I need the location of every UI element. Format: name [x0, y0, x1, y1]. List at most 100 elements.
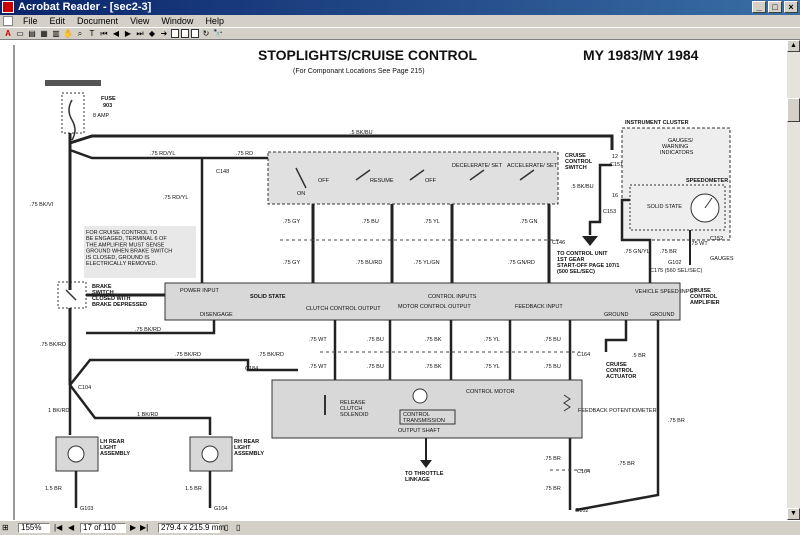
- speedometer-needle: [704, 197, 713, 209]
- document-icon[interactable]: [3, 16, 13, 26]
- conn-g103: G103: [80, 506, 93, 512]
- close-button[interactable]: ×: [784, 1, 798, 13]
- wire-gn-label: .75 GN: [520, 219, 537, 225]
- minimize-button[interactable]: _: [752, 1, 766, 13]
- brake-switch-contact: [65, 289, 77, 301]
- amp-control-inputs: CONTROL INPUTS: [428, 294, 477, 300]
- speedometer-title: SPEEDOMETER: [686, 178, 728, 184]
- actual-size-icon[interactable]: [171, 29, 179, 38]
- wire-bkbu-top: [69, 134, 614, 150]
- switch-pos-accel: ACCELERATE/ SET: [507, 163, 558, 169]
- wire-yl3-label: .75 YL: [484, 337, 500, 343]
- pin-16: 16: [612, 193, 618, 199]
- wire-br-label: .75 BR: [660, 249, 677, 255]
- fuse-box: [61, 92, 85, 134]
- document-view[interactable]: STOPLIGHTS/CRUISE CONTROL MY 1983/MY 198…: [0, 40, 787, 520]
- open-icon[interactable]: ▭: [16, 29, 24, 38]
- fuse-number: 903: [103, 103, 112, 109]
- wire-rdyl-label: .75 RD/YL: [150, 151, 175, 157]
- menu-help[interactable]: Help: [205, 16, 224, 26]
- wire-bkbu2: [588, 163, 612, 235]
- scroll-up-button[interactable]: ▲: [787, 40, 800, 52]
- amp-clutch-output: CLUTCH CONTROL OUTPUT: [306, 306, 381, 312]
- scroll-down-button[interactable]: ▼: [787, 508, 800, 520]
- title-bar: Acrobat Reader - [sec2-3] _ □ ×: [0, 0, 800, 15]
- menu-bar: File Edit Document View Window Help: [0, 15, 800, 27]
- next-page-status-icon[interactable]: ▶: [130, 523, 137, 532]
- wire-bu6-label: .75 BU: [544, 364, 561, 370]
- last-page-icon[interactable]: ⏭: [136, 29, 144, 38]
- wire-gy2-label: .75 GY: [283, 260, 300, 266]
- next-page-icon[interactable]: ▶: [124, 29, 132, 38]
- first-page-status-icon[interactable]: |◀: [54, 523, 63, 532]
- vertical-scrollbar[interactable]: ▲ ▼: [787, 40, 800, 520]
- conn-c175: C175 (560 SEL/SEC): [650, 268, 702, 274]
- wire-gnrd-label: .75 GN/RD: [508, 260, 535, 266]
- wire-bu5-label: .75 BU: [367, 364, 384, 370]
- hand-tool-icon[interactable]: ✋: [63, 29, 73, 38]
- menu-edit[interactable]: Edit: [49, 16, 66, 26]
- zoom-icon[interactable]: ⊞: [2, 523, 9, 532]
- rotate-icon[interactable]: ↻: [202, 29, 210, 38]
- last-page-status-icon[interactable]: ▶|: [140, 523, 149, 532]
- fit-width-icon[interactable]: [191, 29, 199, 38]
- switch-pos-off1: OFF: [318, 178, 330, 184]
- print-icon[interactable]: ▤: [28, 29, 36, 38]
- wire-wt3-label: .75 WT: [690, 241, 708, 247]
- zoom-tool-icon[interactable]: ⌕: [77, 29, 83, 38]
- wire-ground-actuator: [604, 320, 628, 352]
- wire-bkrd3: [69, 358, 298, 386]
- fit-page-icon[interactable]: [181, 29, 189, 38]
- wire-br15b-label: 1.5 BR: [185, 486, 202, 492]
- previous-page-icon[interactable]: ◀: [112, 29, 120, 38]
- speedometer-box: [629, 184, 726, 231]
- instrument-cluster-title: INSTRUMENT CLUSTER: [625, 120, 689, 126]
- conn-c164c: C164: [577, 469, 590, 475]
- go-back-icon[interactable]: ◆: [148, 29, 156, 38]
- act-motor-label: CONTROL MOTOR: [466, 389, 515, 395]
- maximize-button[interactable]: □: [768, 1, 782, 13]
- wire-yl-label: .75 YL: [424, 219, 440, 225]
- wire-rd-label: .75 RD: [236, 151, 253, 157]
- acrobat-app-icon[interactable]: [2, 1, 14, 13]
- menu-document[interactable]: Document: [77, 16, 119, 26]
- menu-file[interactable]: File: [23, 16, 38, 26]
- wire-rdyl2-label: .75 RD/YL: [163, 195, 188, 201]
- prev-page-status-icon[interactable]: ◀: [68, 523, 75, 532]
- wire-wt2-label: .75 WT: [309, 364, 327, 370]
- page-indicator[interactable]: 17 of 110: [80, 523, 126, 533]
- conn-c152: C152: [710, 236, 723, 242]
- amp-power-input: POWER INPUT: [180, 288, 219, 294]
- first-page-icon[interactable]: ⏮: [100, 29, 108, 38]
- wire-ground-main: [575, 320, 660, 512]
- save-icon[interactable]: ▦: [40, 29, 48, 38]
- go-forward-icon[interactable]: ➔: [160, 29, 168, 38]
- wiring-diagram: STOPLIGHTS/CRUISE CONTROL MY 1983/MY 198…: [13, 45, 734, 520]
- act-pot-label: FEEDBACK POTENTIOMETER: [578, 408, 657, 414]
- switch-pos-resume: RESUME: [370, 178, 394, 184]
- amp-disengage: DISENGAGE: [200, 312, 233, 318]
- rh-lamp-bulb-icon: [201, 445, 219, 463]
- wire-bkrd2-label: .75 BK/RD: [40, 342, 66, 348]
- acrobat-logo-icon: A: [5, 29, 11, 38]
- wire-gy-label: .75 GY: [283, 219, 300, 225]
- continuous-icon[interactable]: ▯: [236, 523, 241, 532]
- hot-in-label: [45, 80, 101, 86]
- conn-g102b: G102: [575, 508, 588, 514]
- menu-view[interactable]: View: [130, 16, 150, 26]
- wire-br5-label: .75 BR: [544, 486, 561, 492]
- switch-contacts: [295, 167, 535, 189]
- text-select-icon[interactable]: T: [89, 29, 95, 38]
- menu-window[interactable]: Window: [161, 16, 194, 26]
- page-layout-icon[interactable]: ▯: [224, 523, 229, 532]
- note-box: [84, 226, 196, 278]
- scroll-thumb[interactable]: [787, 98, 800, 122]
- act-shaft-label: OUTPUT SHAFT: [398, 428, 441, 434]
- lh-lamp-bulb-icon: [67, 445, 85, 463]
- find-icon[interactable]: 🔭: [213, 29, 223, 38]
- navigation-pane-icon[interactable]: ▥: [52, 29, 60, 38]
- zoom-level[interactable]: 155%: [18, 523, 50, 533]
